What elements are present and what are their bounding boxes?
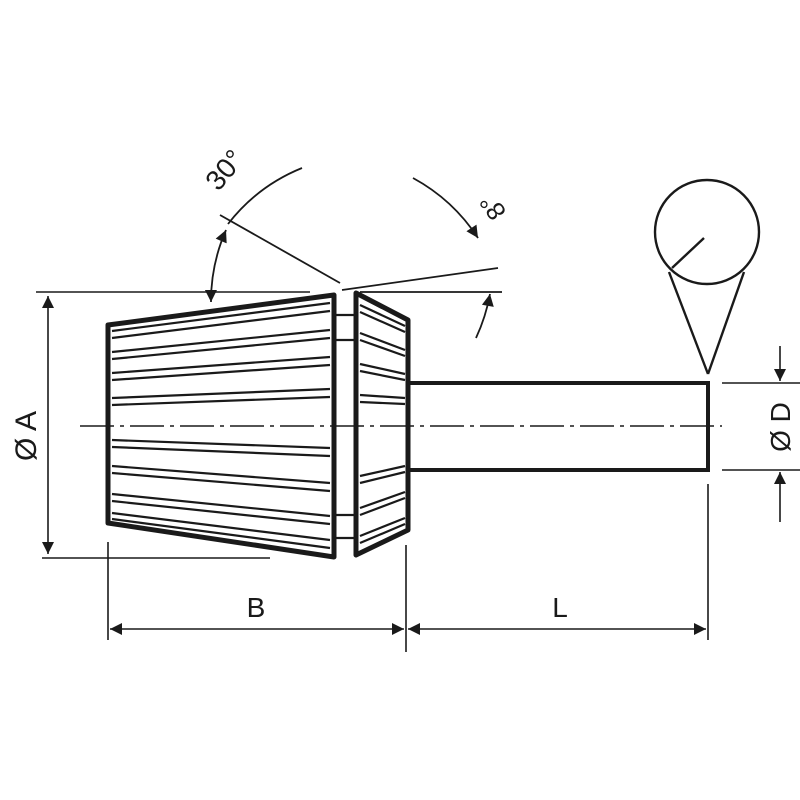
dimension-l-label: L bbox=[552, 592, 568, 623]
dimension-a-label: Ø A bbox=[10, 411, 43, 461]
collet-body bbox=[105, 290, 411, 560]
runout-indicator-icon bbox=[653, 178, 761, 375]
dimension-b-label: B bbox=[247, 592, 266, 623]
angle-8-dimension: 8° bbox=[341, 177, 512, 339]
dimension-d-label: Ø D bbox=[765, 402, 796, 452]
angle-30-label: 30° bbox=[199, 144, 250, 196]
angle-8-label: 8° bbox=[473, 188, 512, 226]
dimension-d: Ø D bbox=[722, 346, 800, 522]
angle-30-dimension: 30° bbox=[199, 144, 341, 303]
dimension-a: Ø A bbox=[10, 291, 310, 559]
dimension-l: L bbox=[408, 484, 709, 640]
collet-slots bbox=[111, 301, 331, 550]
dimension-b: B bbox=[107, 542, 407, 652]
